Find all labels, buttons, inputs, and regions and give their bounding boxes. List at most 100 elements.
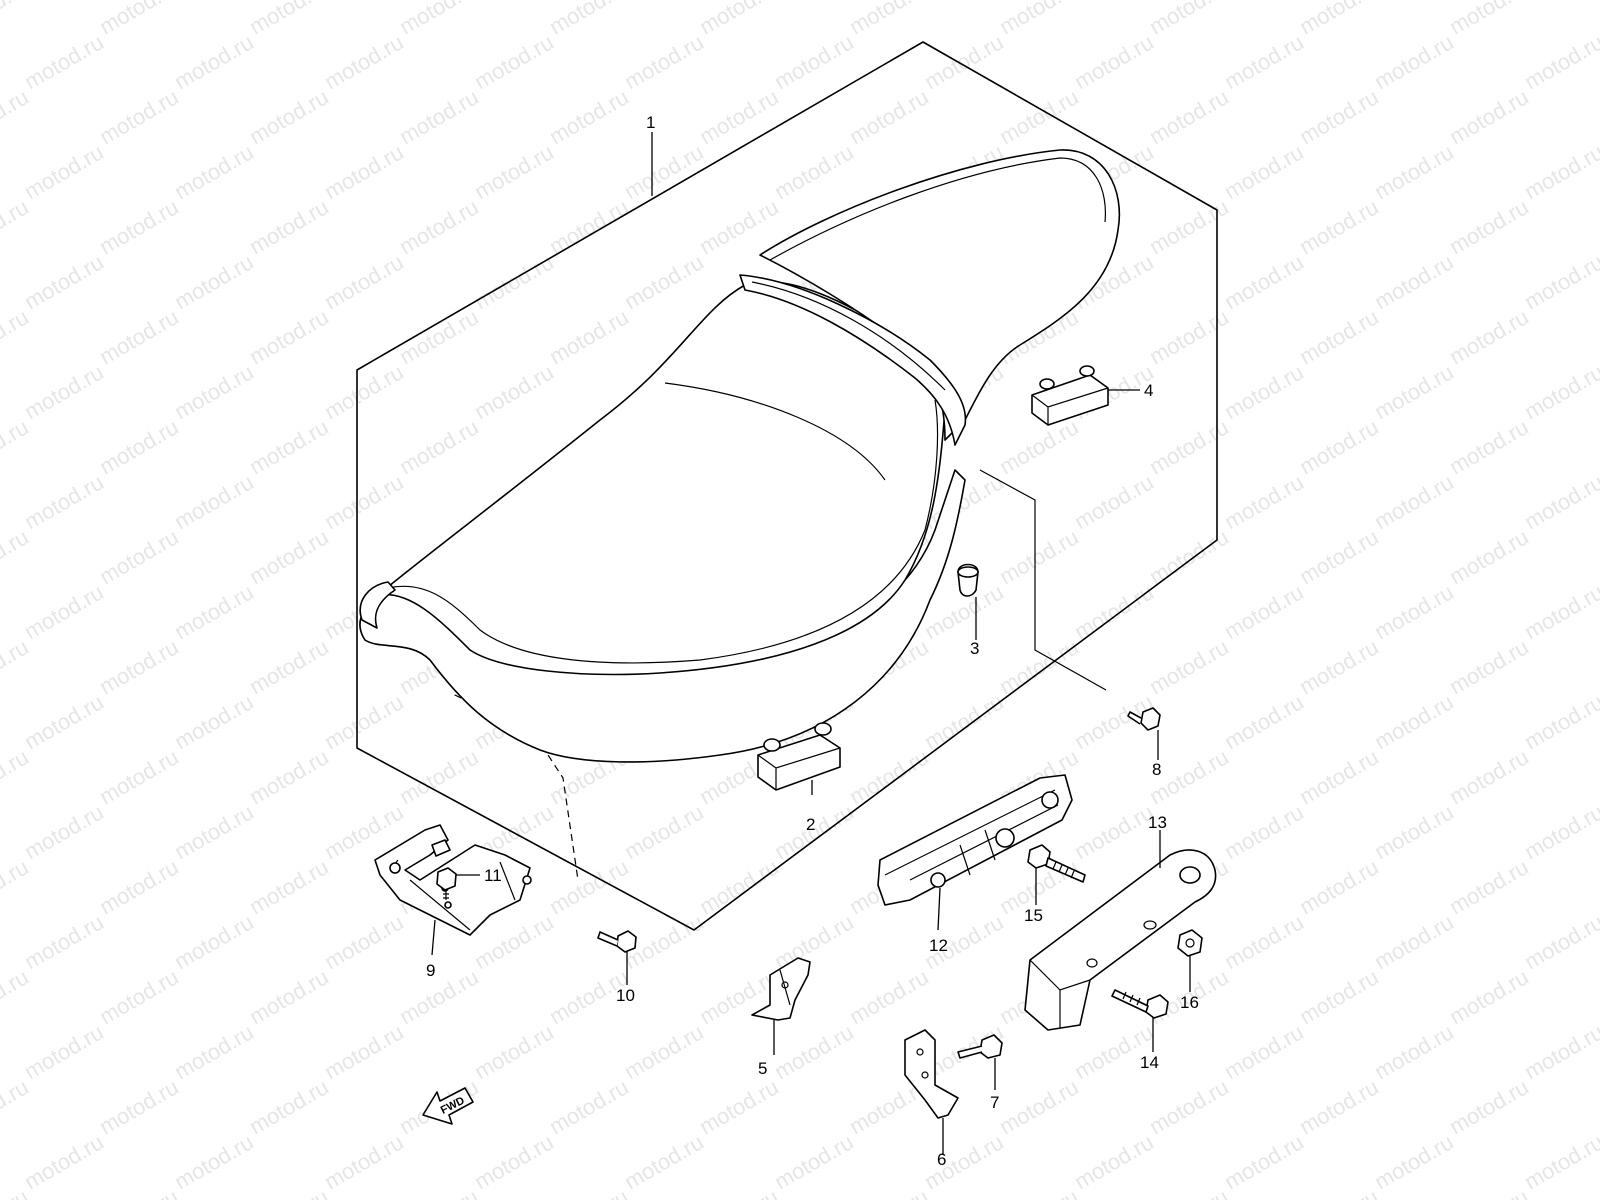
watermark-text: motod.ru	[995, 84, 1083, 149]
watermark-text: motod.ru	[20, 359, 108, 424]
watermark-text: motod.ru	[0, 194, 33, 259]
watermark-text: motod.ru	[320, 469, 408, 534]
watermark-text: motod.ru	[20, 689, 108, 754]
callout-2: 2	[806, 815, 815, 834]
rail-support	[877, 774, 1073, 906]
watermark-text: motod.ru	[1370, 689, 1458, 754]
watermark-text: motod.ru	[620, 139, 708, 204]
bolt-10	[597, 930, 637, 953]
watermark-text: motod.ru	[1595, 0, 1600, 39]
watermark-text: motod.ru	[1220, 29, 1308, 94]
bolt-11	[436, 867, 457, 900]
watermark-text: motod.ru	[0, 304, 33, 369]
watermark-text: motod.ru	[845, 84, 933, 149]
watermark-text: motod.ru	[320, 1019, 408, 1084]
watermark-text: motod.ru	[1370, 249, 1458, 314]
watermark-text: motod.ru	[1445, 1184, 1533, 1200]
seat-rider-cushion	[377, 280, 946, 676]
watermark-text: motod.ru	[95, 304, 183, 369]
watermark-text: motod.ru	[95, 744, 183, 809]
watermark-text: motod.ru	[1370, 909, 1458, 974]
watermark-text: motod.ru	[1145, 1184, 1233, 1200]
watermark-text: motod.ru	[0, 524, 33, 589]
watermark-text: motod.ru	[920, 689, 1008, 754]
watermark-text: motod.ru	[1220, 909, 1308, 974]
bolt-7	[957, 1034, 1003, 1059]
watermark-text: motod.ru	[620, 1129, 708, 1194]
watermark-text: motod.ru	[320, 249, 408, 314]
watermark-text: motod.ru	[0, 854, 33, 919]
seat-pass-piping	[769, 157, 1107, 261]
watermark-text: motod.ru	[0, 964, 33, 1029]
watermark-text: motod.ru	[920, 1129, 1008, 1194]
watermark-text: motod.ru	[95, 964, 183, 1029]
watermark-text: motod.ru	[20, 249, 108, 314]
watermark-text: motod.ru	[845, 964, 933, 1029]
watermark-text: motod.ru	[20, 579, 108, 644]
watermark-text: motod.ru	[1595, 1184, 1600, 1200]
watermark-text: motod.ru	[1295, 0, 1383, 39]
watermark-text: motod.ru	[1520, 799, 1600, 864]
watermark-text: motod.ru	[395, 744, 483, 809]
watermark-text: motod.ru	[995, 0, 1083, 39]
seat-strap	[739, 274, 967, 446]
watermark-text: motod.ru	[170, 359, 258, 424]
watermark-text: motod.ru	[1595, 524, 1600, 589]
watermark-text: motod.ru	[1145, 0, 1233, 39]
watermark-text: motod.ru	[1595, 304, 1600, 369]
watermark-text: motod.ru	[20, 1019, 108, 1084]
watermark-text: motod.ru	[1220, 249, 1308, 314]
watermark-text: motod.ru	[170, 579, 258, 644]
watermark-text: motod.ru	[95, 0, 183, 39]
watermark-text: motod.ru	[995, 1074, 1083, 1139]
callout-13: 13	[1148, 813, 1167, 832]
watermark-text: motod.ru	[695, 1184, 783, 1200]
watermark-text: motod.ru	[1595, 194, 1600, 259]
watermark-text: motod.ru	[1295, 414, 1383, 479]
watermark-text: motod.ru	[1520, 689, 1600, 754]
callout-15: 15	[1024, 906, 1043, 925]
watermark-text: motod.ru	[770, 29, 858, 94]
watermark-text: motod.ru	[170, 469, 258, 534]
watermark-text: motod.ru	[245, 414, 333, 479]
watermark-text: motod.ru	[545, 84, 633, 149]
watermark-text: motod.ru	[1520, 139, 1600, 204]
watermark-text: motod.ru	[1220, 689, 1308, 754]
bolt-14	[1111, 989, 1169, 1019]
watermark-text: motod.ru	[0, 0, 33, 39]
watermark-text: motod.ru	[1070, 1129, 1158, 1194]
watermark-text: motod.ru	[0, 84, 33, 149]
watermark-text: motod.ru	[470, 359, 558, 424]
watermark-text: motod.ru	[170, 249, 258, 314]
watermark-text: motod.ru	[1295, 304, 1383, 369]
watermark-text: motod.ru	[1070, 29, 1158, 94]
watermark-text: motod.ru	[470, 1019, 558, 1084]
watermark-text: motod.ru	[95, 84, 183, 149]
watermark-text: motod.ru	[95, 634, 183, 699]
watermark-text: motod.ru	[320, 359, 408, 424]
callout-9: 9	[426, 961, 435, 980]
watermark-text: motod.ru	[995, 414, 1083, 479]
watermark-text: motod.ru	[1595, 414, 1600, 479]
watermark-text: motod.ru	[1145, 304, 1233, 369]
watermark-text: motod.ru	[1220, 139, 1308, 204]
watermark-text: motod.ru	[1445, 414, 1533, 479]
watermark-text: motod.ru	[395, 194, 483, 259]
watermark-text: motod.ru	[1520, 579, 1600, 644]
watermark-text: motod.ru	[1145, 194, 1233, 259]
watermark-text: motod.ru	[620, 1019, 708, 1084]
watermark-text: motod.ru	[1445, 524, 1533, 589]
watermark-text: motod.ru	[545, 1074, 633, 1139]
watermark-text: motod.ru	[1595, 964, 1600, 1029]
watermark-text: motod.ru	[245, 194, 333, 259]
lower-bracket	[904, 1029, 959, 1119]
bolt-15	[1027, 844, 1086, 883]
clip-bracket	[751, 957, 811, 1021]
seat-piping-line	[387, 399, 939, 664]
watermark-text: motod.ru	[1295, 524, 1383, 589]
watermark-text: motod.ru	[1520, 1129, 1600, 1194]
watermark-text: motod.ru	[1220, 1019, 1308, 1084]
watermark-text: motod.ru	[170, 1129, 258, 1194]
watermark-text: motod.ru	[170, 689, 258, 754]
